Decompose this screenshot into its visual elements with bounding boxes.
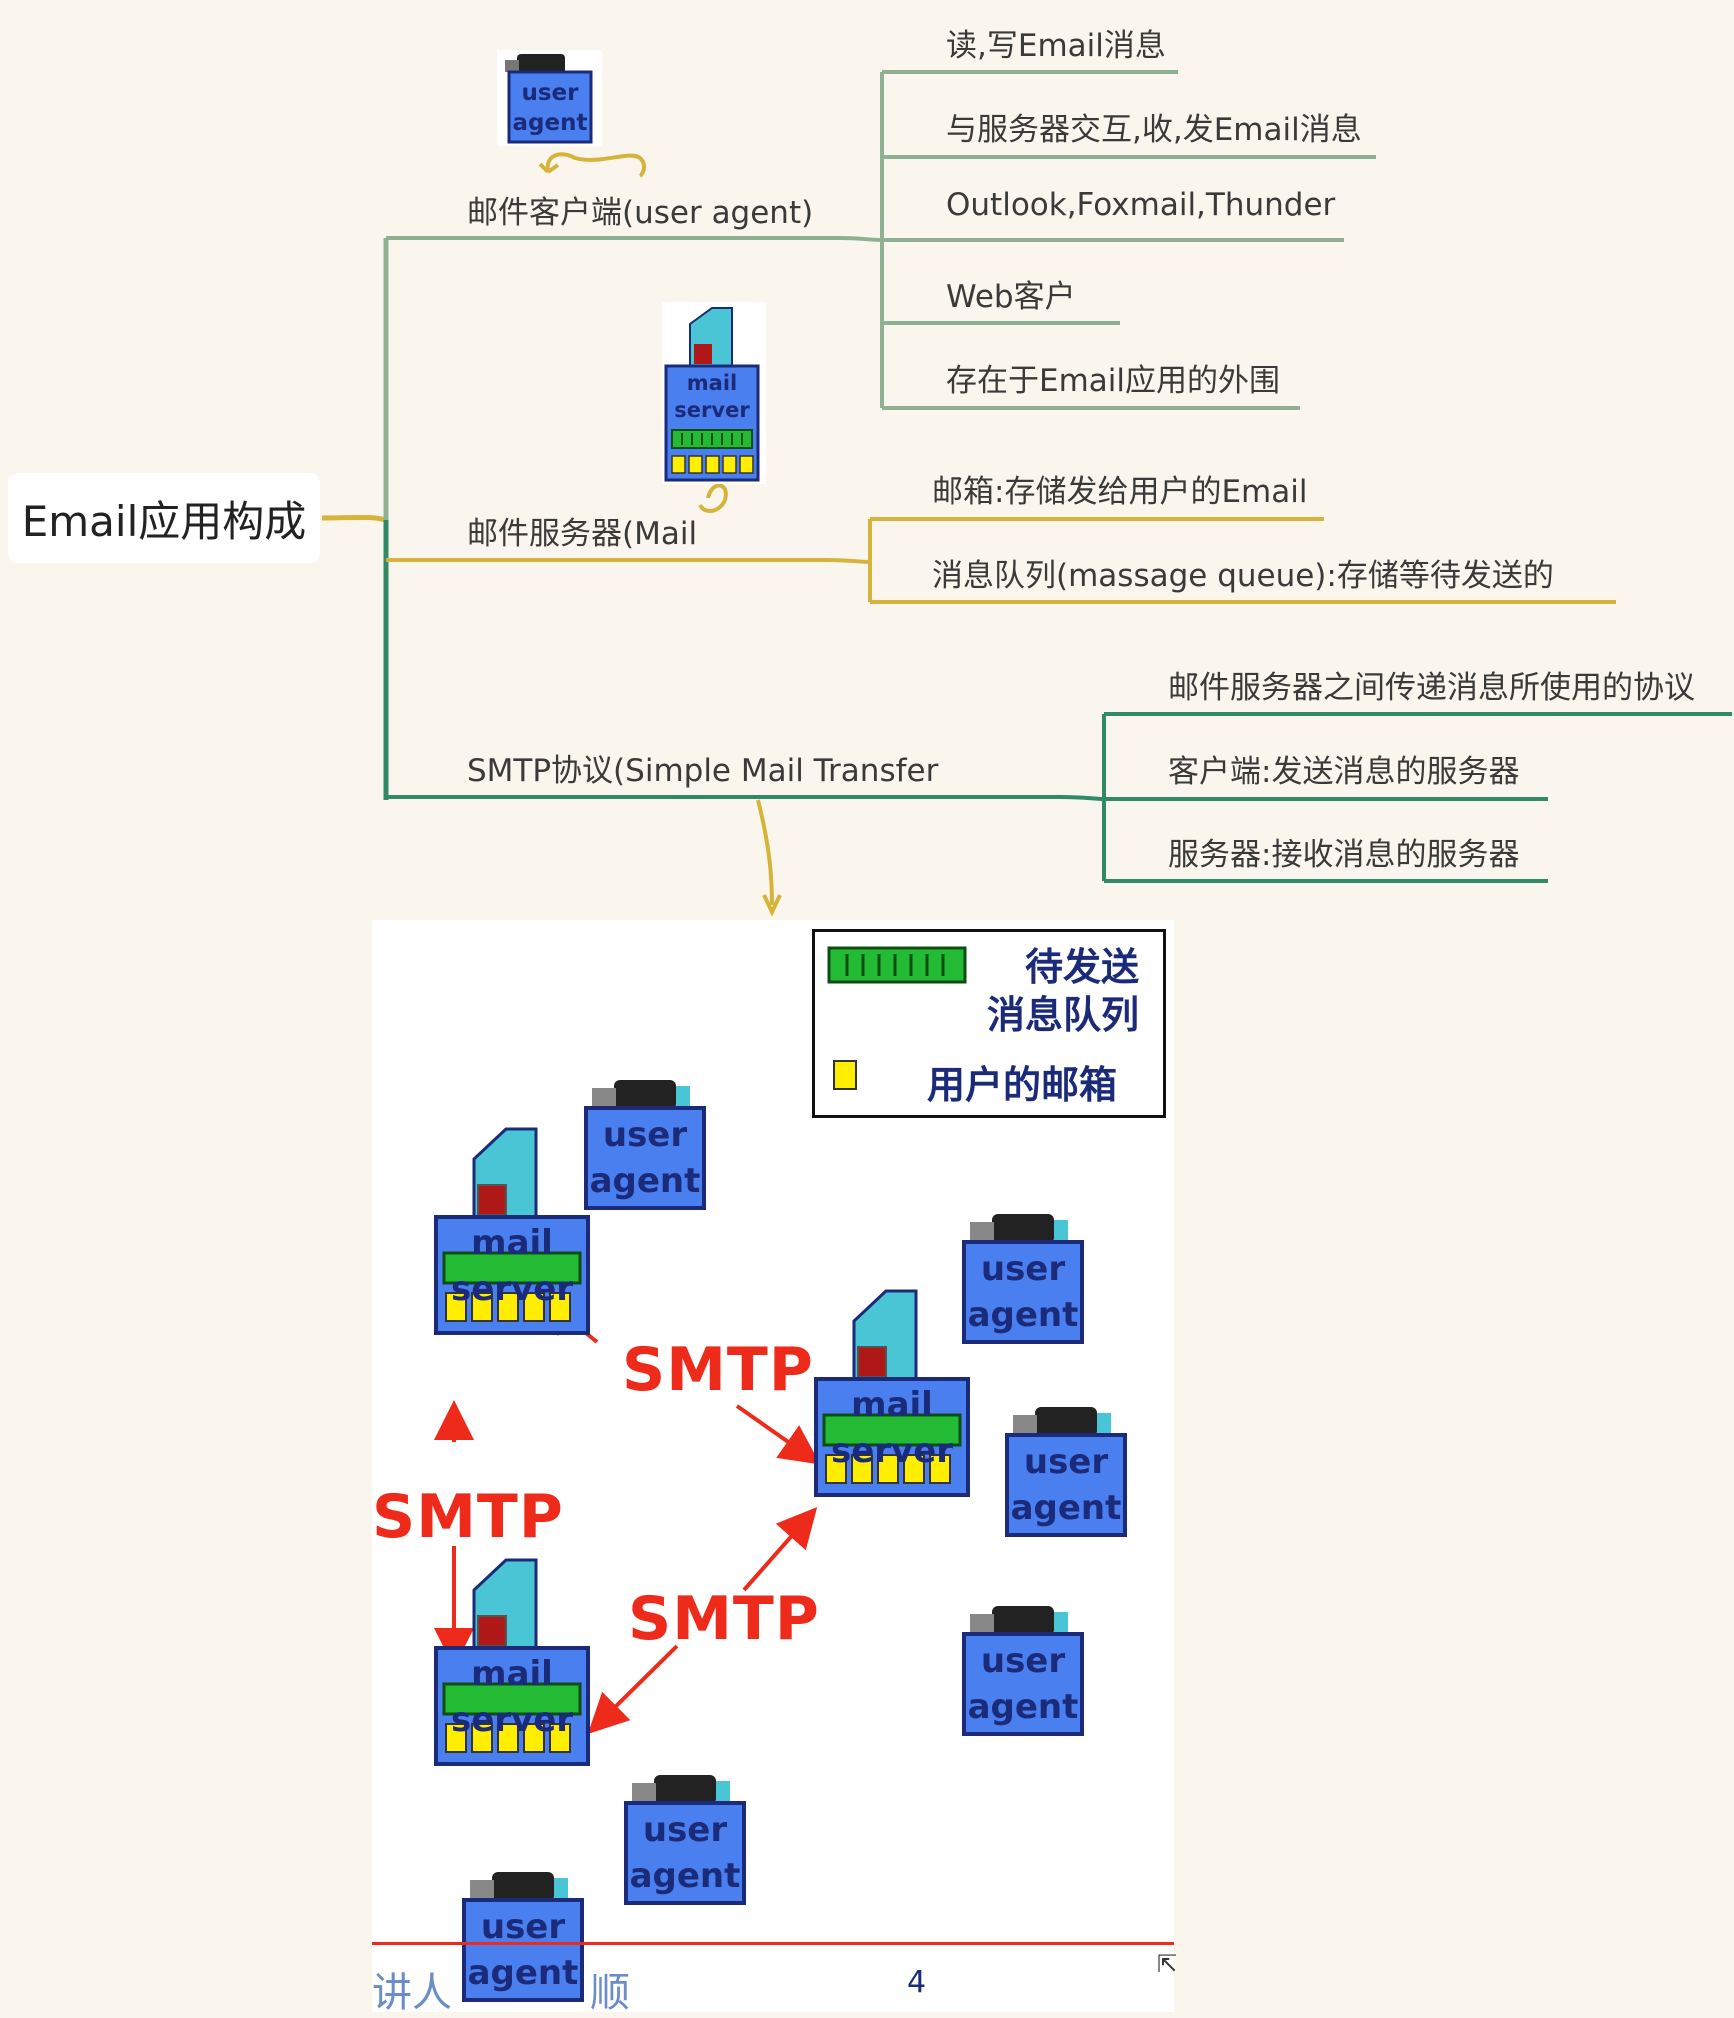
footer-rule — [372, 1942, 1174, 1945]
root-label: Email应用构成 — [21, 496, 307, 546]
smtp-label-top: SMTP — [622, 1335, 814, 1405]
node-mailbox[interactable]: 邮箱:存储发给用户的Email — [932, 474, 1308, 510]
root-node[interactable]: Email应用构成 — [8, 473, 320, 563]
mail-server-a — [434, 1127, 590, 1335]
node-smtp-client[interactable]: 客户端:发送消息的服务器 — [1168, 754, 1520, 790]
mouse-cursor-icon: ⇱ — [1157, 1950, 1178, 1978]
user-agent-3: user agent — [1003, 1405, 1129, 1543]
user-agent-4: user agent — [960, 1604, 1086, 1742]
user-agent-agent-text: agent — [629, 1856, 741, 1896]
mailbox-legend-icon — [833, 1060, 857, 1090]
server-b-label: mail server — [816, 1382, 968, 1474]
node-periphery[interactable]: 存在于Email应用的外围 — [946, 363, 1281, 399]
footer-left-text-2: 顺 — [590, 1970, 630, 2016]
user-agent-graphic — [584, 1080, 706, 1210]
branch-mail-server[interactable]: 邮件服务器(Mail — [467, 516, 698, 552]
user-agent-graphic — [462, 1872, 584, 2002]
node-read-write[interactable]: 读,写Email消息 — [946, 28, 1166, 64]
user-agent-agent-text: agent — [589, 1161, 701, 1201]
smtp-label-bottom: SMTP — [628, 1584, 820, 1654]
user-agent-icon: user agent — [497, 50, 602, 146]
user-agent-user-text: user — [480, 1907, 566, 1947]
user-agent-user-text: user — [1023, 1442, 1109, 1482]
icon-user-text: user — [521, 80, 579, 106]
user-agent-5: user agent — [622, 1773, 748, 1911]
icon-server-text: server — [674, 398, 750, 422]
user-agent-agent-text: agent — [1010, 1488, 1122, 1528]
icon-mail-text: mail — [687, 371, 737, 395]
node-message-queue[interactable]: 消息队列(massage queue):存储等待发送的 — [932, 558, 1554, 594]
server-a-label: mail server — [436, 1220, 588, 1312]
user-agent-agent-text: agent — [467, 1953, 579, 1993]
node-interact-server[interactable]: 与服务器交互,收,发Email消息 — [946, 112, 1362, 148]
smtp-slide: 待发送 消息队列 用户的邮箱 SMTP SMTP SMTP — [372, 920, 1178, 2016]
server-b-mail: mail — [851, 1385, 933, 1425]
legend-mailbox: 用户的邮箱 — [927, 1062, 1118, 1107]
user-agent-1: user agent — [582, 1078, 708, 1216]
node-smtp-protocol[interactable]: 邮件服务器之间传递消息所使用的协议 — [1168, 670, 1695, 706]
node-clients[interactable]: Outlook,Foxmail,Thunder — [946, 187, 1336, 223]
node-smtp-server[interactable]: 服务器:接收消息的服务器 — [1168, 837, 1520, 873]
user-agent-user-text: user — [602, 1115, 688, 1155]
user-agent-graphic — [962, 1606, 1084, 1736]
server-a-mail: mail — [471, 1223, 553, 1263]
user-agent-6: user agent — [460, 1870, 586, 2008]
server-c-label: mail server — [436, 1651, 588, 1743]
legend: 待发送 消息队列 用户的邮箱 — [812, 929, 1166, 1118]
icon-agent-text: agent — [513, 110, 588, 136]
smtp-label-left: SMTP — [372, 1482, 564, 1552]
user-agent-graphic — [1005, 1407, 1127, 1537]
mindmap-connectors — [321, 70, 1732, 917]
server-a-server: server — [450, 1269, 574, 1309]
user-agent-graphic — [624, 1775, 746, 1905]
mail-server-icon: mail server — [662, 302, 766, 484]
footer-left-text: 讲人 — [372, 1970, 452, 2016]
legend-queue-line2: 消息队列 — [987, 992, 1140, 1037]
user-agent-agent-text: agent — [967, 1295, 1079, 1335]
legend-queue-line1: 待发送 — [1025, 944, 1140, 989]
queue-legend-icon — [827, 946, 967, 984]
server-c-mail: mail — [471, 1654, 553, 1694]
user-agent-agent-text: agent — [967, 1687, 1079, 1727]
branch-smtp[interactable]: SMTP协议(Simple Mail Transfer — [467, 753, 939, 789]
server-b-server: server — [830, 1431, 954, 1471]
user-agent-2: user agent — [960, 1212, 1086, 1350]
server-c-server: server — [450, 1700, 574, 1740]
server-a-queue — [442, 1251, 582, 1285]
user-agent-user-text: user — [980, 1641, 1066, 1681]
branch-user-agent[interactable]: 邮件客户端(user agent) — [467, 195, 814, 231]
user-agent-user-text: user — [980, 1249, 1066, 1289]
mail-server-b — [814, 1289, 970, 1497]
mail-server-c — [434, 1558, 590, 1766]
user-agent-graphic — [962, 1214, 1084, 1344]
user-agent-user-text: user — [642, 1810, 728, 1850]
node-web-client[interactable]: Web客户 — [946, 279, 1076, 315]
page-number: 4 — [907, 1965, 927, 2000]
